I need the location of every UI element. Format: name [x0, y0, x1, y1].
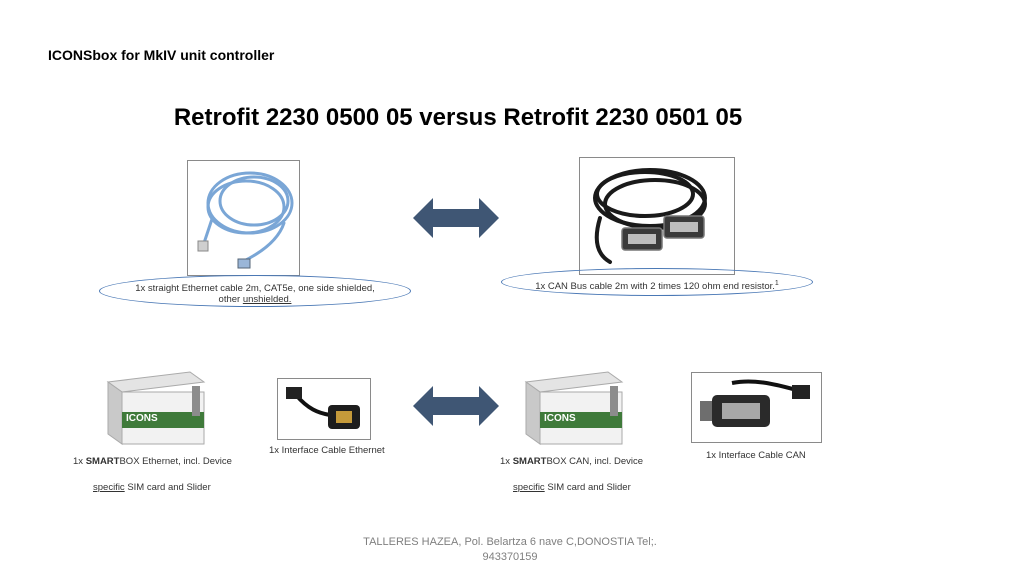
slide-header: ICONSbox for MkIV unit controller — [48, 47, 275, 63]
ethernet-cable-drawing — [197, 171, 294, 269]
ethernet-caption-unshielded-link[interactable]: unshielded. — [242, 294, 292, 305]
ethernet-caption-line2-prefix: other — [218, 294, 243, 305]
interface-cable-ethernet-caption: 1x Interface Cable Ethernet — [269, 445, 385, 456]
smartbox-can-brand: ICONS — [544, 413, 576, 424]
smartbox-ethernet-brand: ICONS — [126, 413, 158, 424]
footer-line2: 943370159 — [482, 551, 538, 563]
smartbox-ethernet-caption: 1x SMARTBOX Ethernet, incl. Device speci… — [73, 456, 232, 493]
slide-title: Retrofit 2230 0500 05 versus Retrofit 22… — [173, 104, 743, 131]
footer-line1: TALLERES HAZEA, Pol. Belartza 6 nave C,D… — [363, 536, 657, 548]
interface-cable-can-image — [691, 372, 822, 443]
can-cable-caption: 1x CAN Bus cable 2m with 2 times 120 ohm… — [505, 278, 809, 292]
double-arrow-icon — [413, 386, 499, 426]
smartbox-can-caption: 1x SMARTBOX CAN, incl. Device specific S… — [500, 456, 644, 493]
ethernet-caption-line1: 1x straight Ethernet cable 2m, CAT5e, on… — [135, 283, 375, 294]
double-arrow-icon — [413, 198, 499, 238]
smartbox-can-device-image: ICONS — [518, 368, 624, 446]
ethernet-cable-image — [187, 160, 300, 276]
can-caption-text: 1x CAN Bus cable 2m with 2 times 120 ohm… — [535, 281, 775, 293]
slide-footer: TALLERES HAZEA, Pol. Belartza 6 nave C,D… — [330, 535, 690, 565]
interface-cable-ethernet-image — [277, 378, 371, 440]
can-cable-drawing — [593, 168, 707, 264]
can-cable-image — [579, 157, 735, 275]
interface-cable-can-caption: 1x Interface Cable CAN — [706, 450, 806, 461]
smartbox-can-specific-link[interactable]: specific — [513, 482, 545, 493]
ethernet-cable-caption: 1x straight Ethernet cable 2m, CAT5e, on… — [105, 283, 405, 305]
can-cable-highlight-oval — [501, 268, 813, 296]
ethernet-cable-highlight-oval — [99, 275, 411, 307]
smartbox-ethernet-device-image: ICONS — [100, 368, 206, 446]
can-caption-footnote: 1 — [774, 280, 779, 287]
smartbox-ethernet-specific-link[interactable]: specific — [93, 482, 125, 493]
